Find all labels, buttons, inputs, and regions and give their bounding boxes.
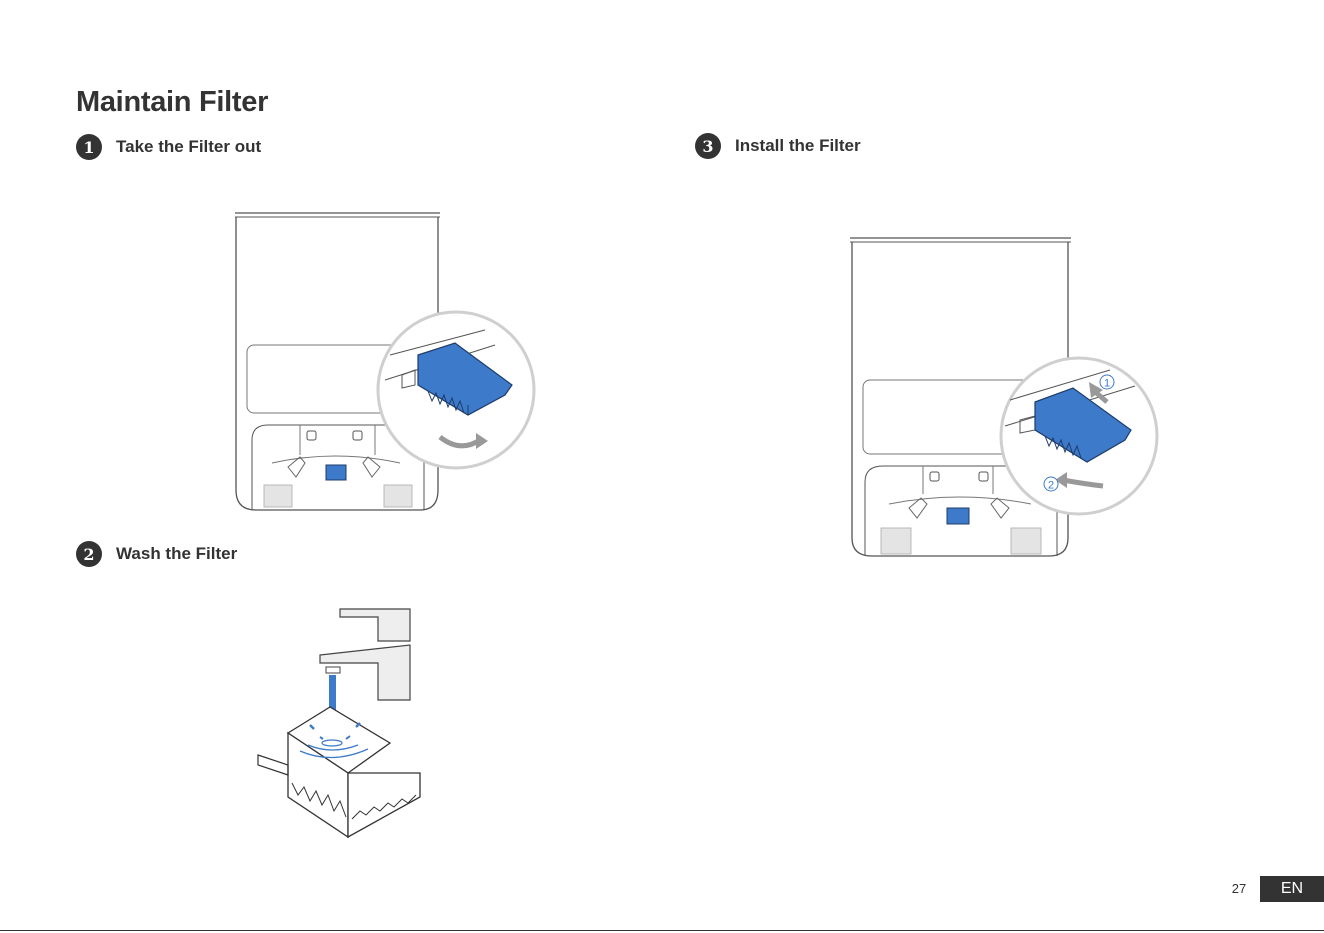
step-heading-wash: 2 Wash the Filter	[76, 541, 237, 567]
step-number-badge: 2	[76, 541, 102, 567]
step-label: Take the Filter out	[116, 137, 261, 157]
step-heading-install: 3 Install the Filter	[695, 133, 861, 159]
step-label: Install the Filter	[735, 136, 861, 156]
bottom-rule	[0, 930, 1324, 931]
step-heading-take-out: 1 Take the Filter out	[76, 134, 261, 160]
step-label: Wash the Filter	[116, 544, 237, 564]
language-tab: EN	[1260, 876, 1324, 902]
take-filter-out-illustration	[230, 205, 540, 520]
step-number-badge: 1	[76, 134, 102, 160]
wash-filter-illustration	[248, 605, 428, 845]
step-number-badge: 3	[695, 133, 721, 159]
callout-number-second: 2	[1048, 480, 1054, 492]
callout-number-first: 1	[1104, 378, 1110, 390]
page-number: 27	[1226, 881, 1252, 896]
install-filter-illustration: 1 2	[845, 230, 1165, 565]
page-title: Maintain Filter	[76, 86, 268, 119]
